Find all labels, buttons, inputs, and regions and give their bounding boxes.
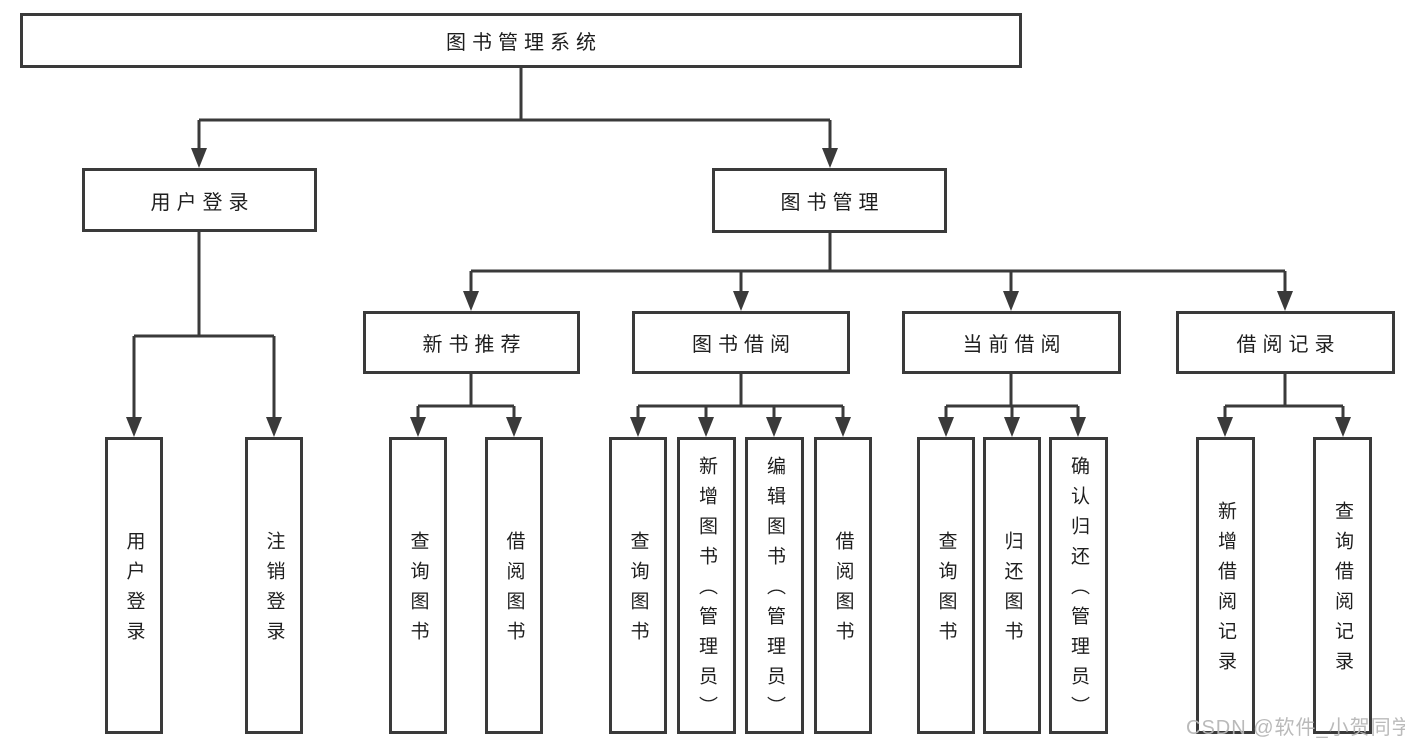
node-label: 新书推荐 — [422, 334, 527, 356]
node-borrow-add-books-admin: 新增图书（管理员） — [677, 437, 736, 734]
node-records-query-record: 查询借阅记录 — [1313, 437, 1372, 734]
node-label: 查询图书 — [407, 531, 429, 651]
node-label: 当前借阅 — [962, 334, 1067, 356]
node-label: 查询图书 — [627, 531, 649, 651]
node-label: 图书借阅 — [692, 334, 796, 356]
node-new-book-recommendation: 新书推荐 — [363, 311, 580, 374]
node-label: 新增图书（管理员） — [696, 456, 717, 726]
node-book-borrow: 图书借阅 — [632, 311, 850, 374]
node-label: 图书管理 — [780, 192, 885, 214]
node-label: 借阅图书 — [503, 531, 525, 651]
node-label: 借阅记录 — [1236, 334, 1341, 356]
node-current-confirm-return-admin: 确认归还（管理员） — [1049, 437, 1108, 734]
node-book-management: 图书管理 — [712, 168, 947, 233]
node-label: 注销登录 — [263, 531, 285, 651]
node-label: 新增借阅记录 — [1215, 501, 1236, 681]
node-rec-query-books: 查询图书 — [389, 437, 447, 734]
node-borrow-borrow-books: 借阅图书 — [814, 437, 872, 734]
node-borrow-records: 借阅记录 — [1176, 311, 1395, 374]
node-label: 用户登录 — [123, 531, 145, 651]
node-label: 借阅图书 — [832, 531, 854, 651]
csdn-watermark: CSDN @软件_小贺同学 — [1186, 717, 1405, 739]
node-label: 查询借阅记录 — [1332, 501, 1353, 681]
arrowheads — [126, 148, 1351, 437]
node-label: 确认归还（管理员） — [1068, 456, 1089, 726]
node-rec-borrow-books: 借阅图书 — [485, 437, 543, 734]
node-records-add-record: 新增借阅记录 — [1196, 437, 1255, 734]
node-label: 编辑图书（管理员） — [764, 456, 785, 726]
node-label: 用户登录 — [150, 191, 255, 214]
node-user-login-leaf: 用户登录 — [105, 437, 163, 734]
node-borrow-query-books: 查询图书 — [609, 437, 667, 734]
node-label: 查询图书 — [935, 531, 957, 651]
node-current-query-books: 查询图书 — [917, 437, 975, 734]
node-root-library-system: 图书管理系统 — [20, 13, 1022, 68]
node-user-login: 用户登录 — [82, 168, 317, 232]
node-current-return-books: 归还图书 — [983, 437, 1041, 734]
node-logout-leaf: 注销登录 — [245, 437, 303, 734]
node-label: 归还图书 — [1001, 531, 1023, 651]
node-current-borrow: 当前借阅 — [902, 311, 1121, 374]
node-label: 图书管理系统 — [446, 32, 602, 54]
node-borrow-edit-books-admin: 编辑图书（管理员） — [745, 437, 804, 734]
